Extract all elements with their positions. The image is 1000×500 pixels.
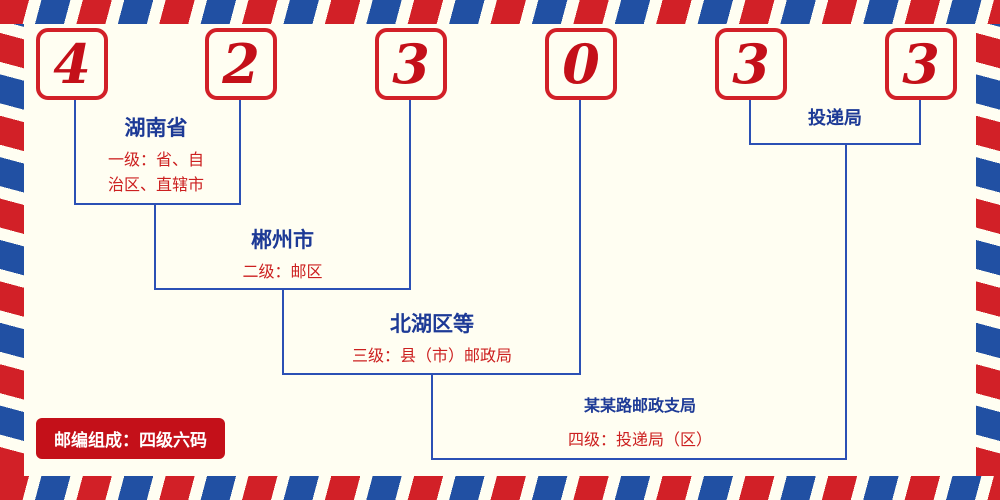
delivery-bracket-bottom-line [749,143,921,145]
level2-bracket-left-line [154,205,156,290]
airmail-border-left [0,24,24,476]
postal-code-composition-badge: 邮编组成：四级六码 [36,418,225,459]
level3-bracket-bottom-line [282,373,581,375]
digit-box-1: 4 [36,28,108,100]
level4-label-group: 某某路邮政支局 四级：投递局（区） [505,392,775,453]
digit-4: 0 [562,32,600,96]
digit-box-6: 3 [885,28,957,100]
delivery-office-label-group: 投递局 [764,104,906,130]
level4-bracket-bottom-line [431,458,847,460]
level1-bracket-right-line [239,100,241,205]
level2-bracket-bottom-line [154,288,411,290]
digit-box-2: 2 [205,28,277,100]
level4-description: 四级：投递局（区） [567,430,712,449]
digit-5: 3 [732,32,770,96]
level4-bracket-right-line [845,145,847,460]
delivery-bracket-left-line [749,100,751,145]
digit-box-4: 0 [545,28,617,100]
airmail-border-top [0,0,1000,24]
digit-box-3: 3 [375,28,447,100]
level2-bracket-right-line [409,100,411,290]
level1-bracket-bottom-line [74,203,241,205]
level1-description: 一级：省、自 治区、直辖市 [107,150,204,194]
level3-bracket-left-line [282,290,284,375]
level2-description: 二级：邮区 [242,262,323,281]
level1-bracket-left-line [74,100,76,205]
airmail-border-right [976,24,1000,476]
level3-label-group: 北湖区等 三级：县（市）邮政局 [292,308,572,369]
delivery-office-name: 投递局 [808,108,862,129]
level1-label-group: 湖南省 一级：省、自 治区、直辖市 [70,112,242,198]
digit-3: 3 [392,32,430,96]
level3-description: 三级：县（市）邮政局 [351,346,512,365]
level4-bracket-left-line [431,375,433,460]
digit-2: 2 [222,32,260,96]
digit-1: 4 [53,32,91,96]
level2-label-group: 郴州市 二级：邮区 [175,224,390,285]
level3-bracket-right-line [579,100,581,375]
digit-box-5: 3 [715,28,787,100]
airmail-border-bottom [0,476,1000,500]
level4-branch-name: 某某路邮政支局 [583,396,696,415]
level2-region-name: 郴州市 [251,228,314,252]
digit-6: 3 [902,32,940,96]
level3-region-name: 北湖区等 [390,312,474,336]
delivery-bracket-right-line [919,100,921,145]
level1-region-name: 湖南省 [124,116,188,140]
